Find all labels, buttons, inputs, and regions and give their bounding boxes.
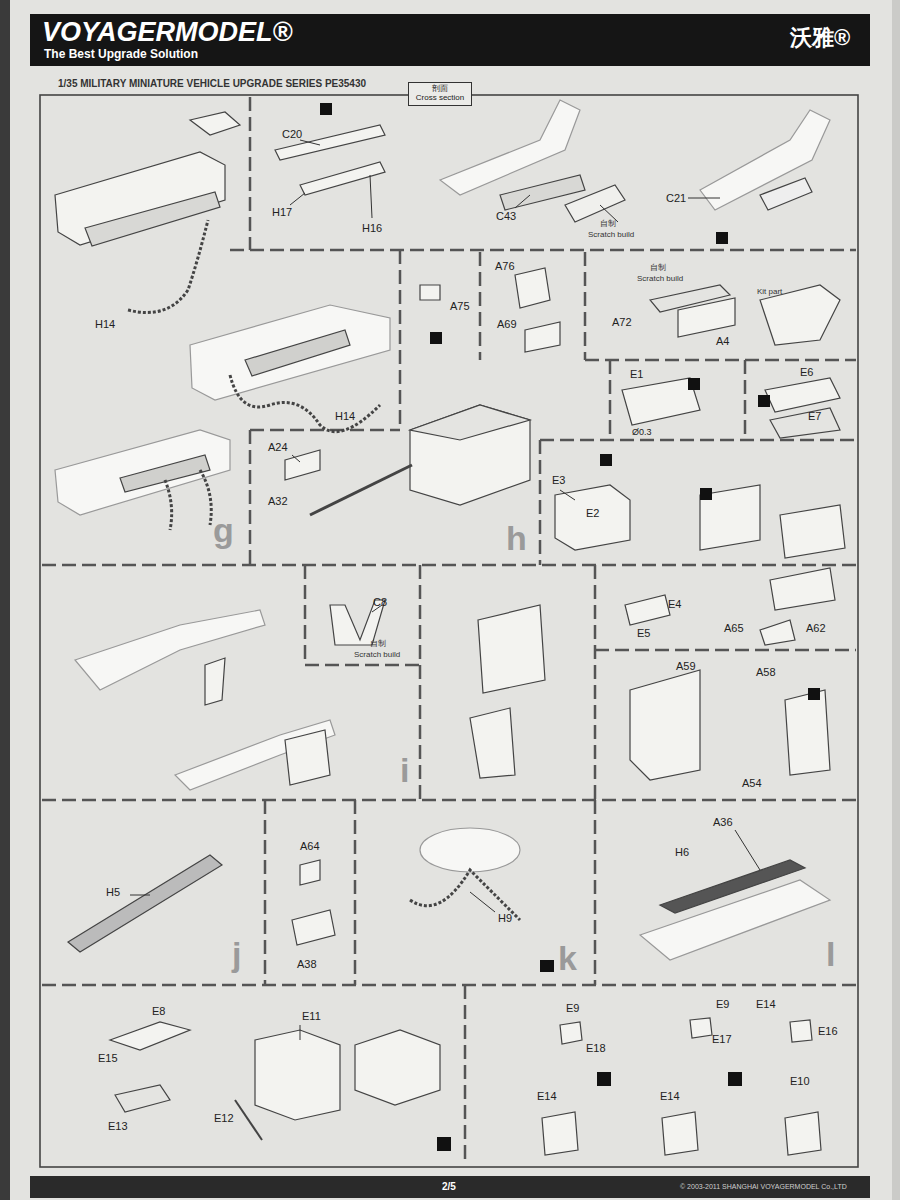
step-letter: h bbox=[506, 520, 527, 557]
part-number: E15 bbox=[98, 1052, 118, 1064]
leader-lines bbox=[130, 140, 760, 1040]
part-number: Ø0.3 bbox=[632, 428, 652, 438]
part-number: H14 bbox=[95, 318, 115, 330]
step-letter: l bbox=[826, 936, 835, 973]
part-number: A38 bbox=[297, 958, 317, 970]
band-text: 沃雅® bbox=[790, 26, 850, 50]
paper-sheet bbox=[10, 0, 892, 1200]
dark-edge bbox=[0, 0, 10, 1200]
part-number: C20 bbox=[282, 128, 302, 140]
note-text: Kit part bbox=[757, 288, 782, 297]
note-text: 自制 bbox=[650, 264, 666, 273]
header-band: 2/5 © 2003-2011 SHANGHAI VOYAGERMODEL Co.… bbox=[30, 1176, 870, 1198]
part-number: H14 bbox=[335, 410, 355, 422]
part-number: A32 bbox=[268, 495, 288, 507]
part-number: A24 bbox=[268, 441, 288, 453]
part-number: E14 bbox=[756, 998, 776, 1010]
header-band: VOYAGERMODEL®The Best Upgrade Solution 沃雅… bbox=[30, 14, 870, 66]
part-number: A76 bbox=[495, 260, 515, 272]
part-number: E10 bbox=[790, 1075, 810, 1087]
part-number: E1 bbox=[630, 368, 643, 380]
step-letter: g bbox=[213, 512, 234, 549]
part-drawings bbox=[55, 100, 845, 1155]
part-number: E2 bbox=[586, 507, 599, 519]
step-letter: k bbox=[558, 940, 577, 977]
part-number: E5 bbox=[637, 627, 650, 639]
part-number: A59 bbox=[676, 660, 696, 672]
step-letter: j bbox=[232, 936, 241, 973]
part-number: A75 bbox=[450, 300, 470, 312]
part-number: A4 bbox=[716, 335, 729, 347]
part-number: A64 bbox=[300, 840, 320, 852]
step-symbols bbox=[320, 103, 820, 1151]
step-letter: i bbox=[400, 752, 409, 789]
part-number: H16 bbox=[362, 222, 382, 234]
note-text: 自制 bbox=[370, 640, 386, 649]
part-number: C8 bbox=[373, 596, 387, 608]
part-number: H9 bbox=[498, 912, 512, 924]
band-text: Cross section bbox=[413, 94, 467, 103]
part-number: E13 bbox=[108, 1120, 128, 1132]
part-number: A72 bbox=[612, 316, 632, 328]
part-number: A58 bbox=[756, 666, 776, 678]
part-number: A69 bbox=[497, 318, 517, 330]
part-number: H6 bbox=[675, 846, 689, 858]
part-number: E14 bbox=[537, 1090, 557, 1102]
note-text: Scratch build bbox=[354, 651, 400, 660]
part-number: E9 bbox=[716, 998, 729, 1010]
part-number: E4 bbox=[668, 598, 681, 610]
panel-dividers bbox=[42, 97, 856, 1165]
part-number: C21 bbox=[666, 192, 686, 204]
part-number: C43 bbox=[496, 210, 516, 222]
part-number: A65 bbox=[724, 622, 744, 634]
part-number: E9 bbox=[566, 1002, 579, 1014]
part-number: E17 bbox=[712, 1033, 732, 1045]
part-number: E16 bbox=[818, 1025, 838, 1037]
part-number: E8 bbox=[152, 1005, 165, 1017]
chains bbox=[128, 220, 520, 920]
part-number: E7 bbox=[808, 410, 821, 422]
part-number: A36 bbox=[713, 816, 733, 828]
part-number: H17 bbox=[272, 206, 292, 218]
part-number: E6 bbox=[800, 366, 813, 378]
part-number: H5 bbox=[106, 886, 120, 898]
part-number: E3 bbox=[552, 474, 565, 486]
note-box: 剖面Cross section bbox=[408, 82, 472, 106]
band-text: VOYAGERMODEL® bbox=[42, 18, 292, 48]
band-text: The Best Upgrade Solution bbox=[44, 48, 198, 61]
part-number: E14 bbox=[660, 1090, 680, 1102]
part-number: A62 bbox=[806, 622, 826, 634]
note-text: Scratch build bbox=[588, 231, 634, 240]
series-title: 1/35 MILITARY MINIATURE VEHICLE UPGRADE … bbox=[58, 78, 366, 89]
part-number: E12 bbox=[214, 1112, 234, 1124]
note-text: Scratch build bbox=[637, 275, 683, 284]
band-text: © 2003-2011 SHANGHAI VOYAGERMODEL Co.,LT… bbox=[680, 1183, 847, 1191]
note-text: 自制 bbox=[600, 220, 616, 229]
page-frame bbox=[40, 95, 858, 1167]
part-number: E18 bbox=[586, 1042, 606, 1054]
part-number: A54 bbox=[742, 777, 762, 789]
band-text: 剖面 bbox=[413, 85, 467, 94]
part-number: E11 bbox=[302, 1010, 321, 1022]
band-text: 2/5 bbox=[442, 1181, 456, 1192]
